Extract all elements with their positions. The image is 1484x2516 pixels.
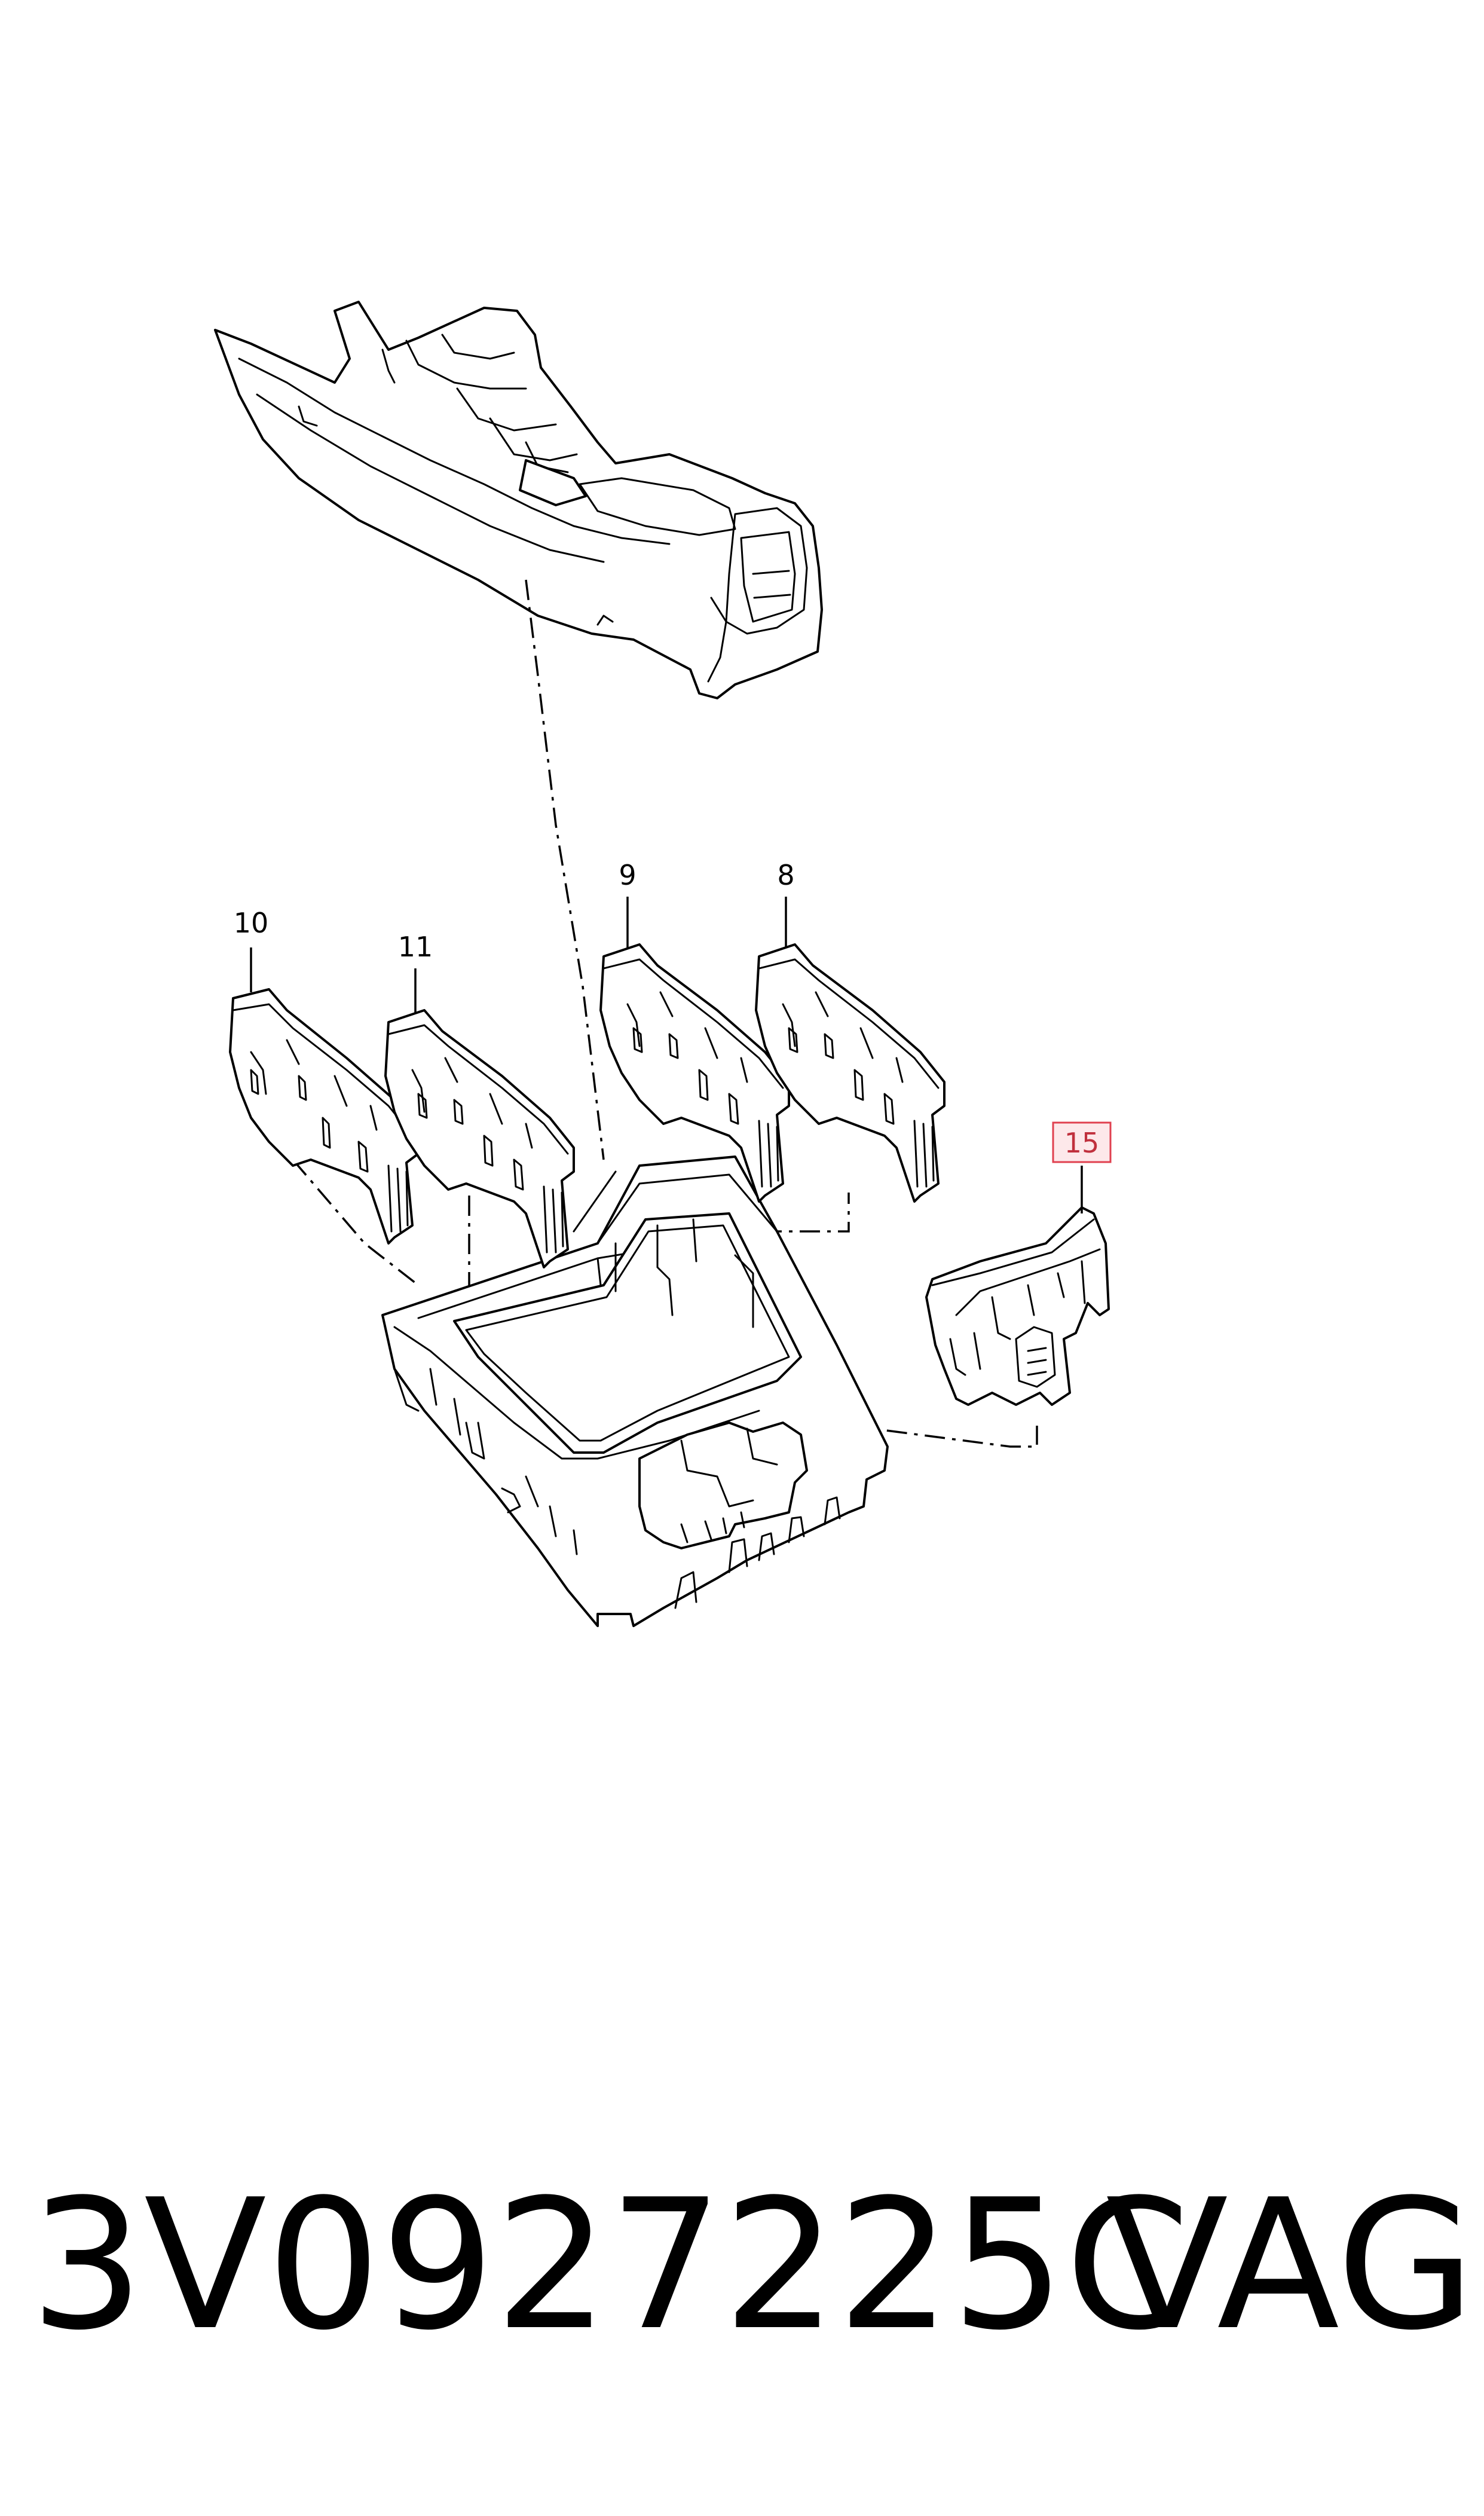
switch-module-8 xyxy=(755,943,946,1203)
brand-label: VAG xyxy=(1106,2161,1476,2370)
switch-module-9 xyxy=(599,943,790,1203)
callout-9: 9 xyxy=(619,859,636,891)
switch-module-11 xyxy=(384,1009,575,1268)
callout-leaders xyxy=(250,897,1083,1213)
callout-15-highlight: 15 xyxy=(1052,1121,1112,1163)
switch-module-10 xyxy=(229,988,420,1245)
center-console-assembly xyxy=(214,301,823,699)
part-number: 3V0927225C xyxy=(30,2161,1191,2370)
insert-frame xyxy=(381,1155,889,1627)
switch-module-15 xyxy=(925,1206,1110,1406)
callout-15: 15 xyxy=(1064,1127,1100,1159)
callout-8: 8 xyxy=(777,859,794,891)
highlight-box xyxy=(1052,1121,1112,1163)
callout-10: 10 xyxy=(234,907,269,939)
callout-11: 11 xyxy=(398,931,433,963)
